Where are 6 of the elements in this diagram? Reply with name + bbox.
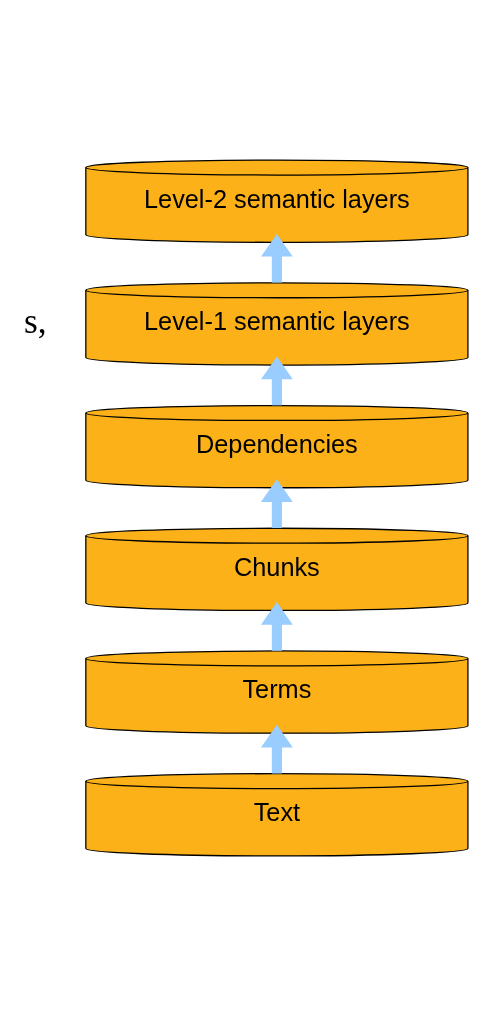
arrow [260,601,293,651]
label: s, [23,300,47,341]
arrow [260,478,293,528]
arrow [260,356,293,405]
arrow [260,233,293,283]
arrow [260,724,293,774]
